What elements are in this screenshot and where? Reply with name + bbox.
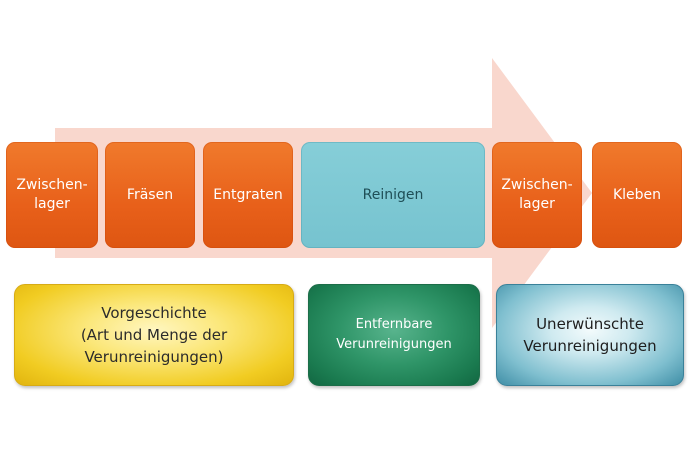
step-fraesen: Fräsen [105, 142, 195, 248]
panel-unerwuenschte-verunreinigungen: Unerwünschte Verunreinigungen [496, 284, 684, 386]
step-zwischenlager-2: Zwischen- lager [492, 142, 582, 248]
step-reinigen: Reinigen [301, 142, 485, 248]
step-zwischenlager-1: Zwischen- lager [6, 142, 98, 248]
panel-entfernbare-verunreinigungen: Entfernbare Verunreinigungen [308, 284, 480, 386]
step-entgraten: Entgraten [203, 142, 293, 248]
step-kleben: Kleben [592, 142, 682, 248]
panel-vorgeschichte: Vorgeschichte (Art und Menge der Verunre… [14, 284, 294, 386]
